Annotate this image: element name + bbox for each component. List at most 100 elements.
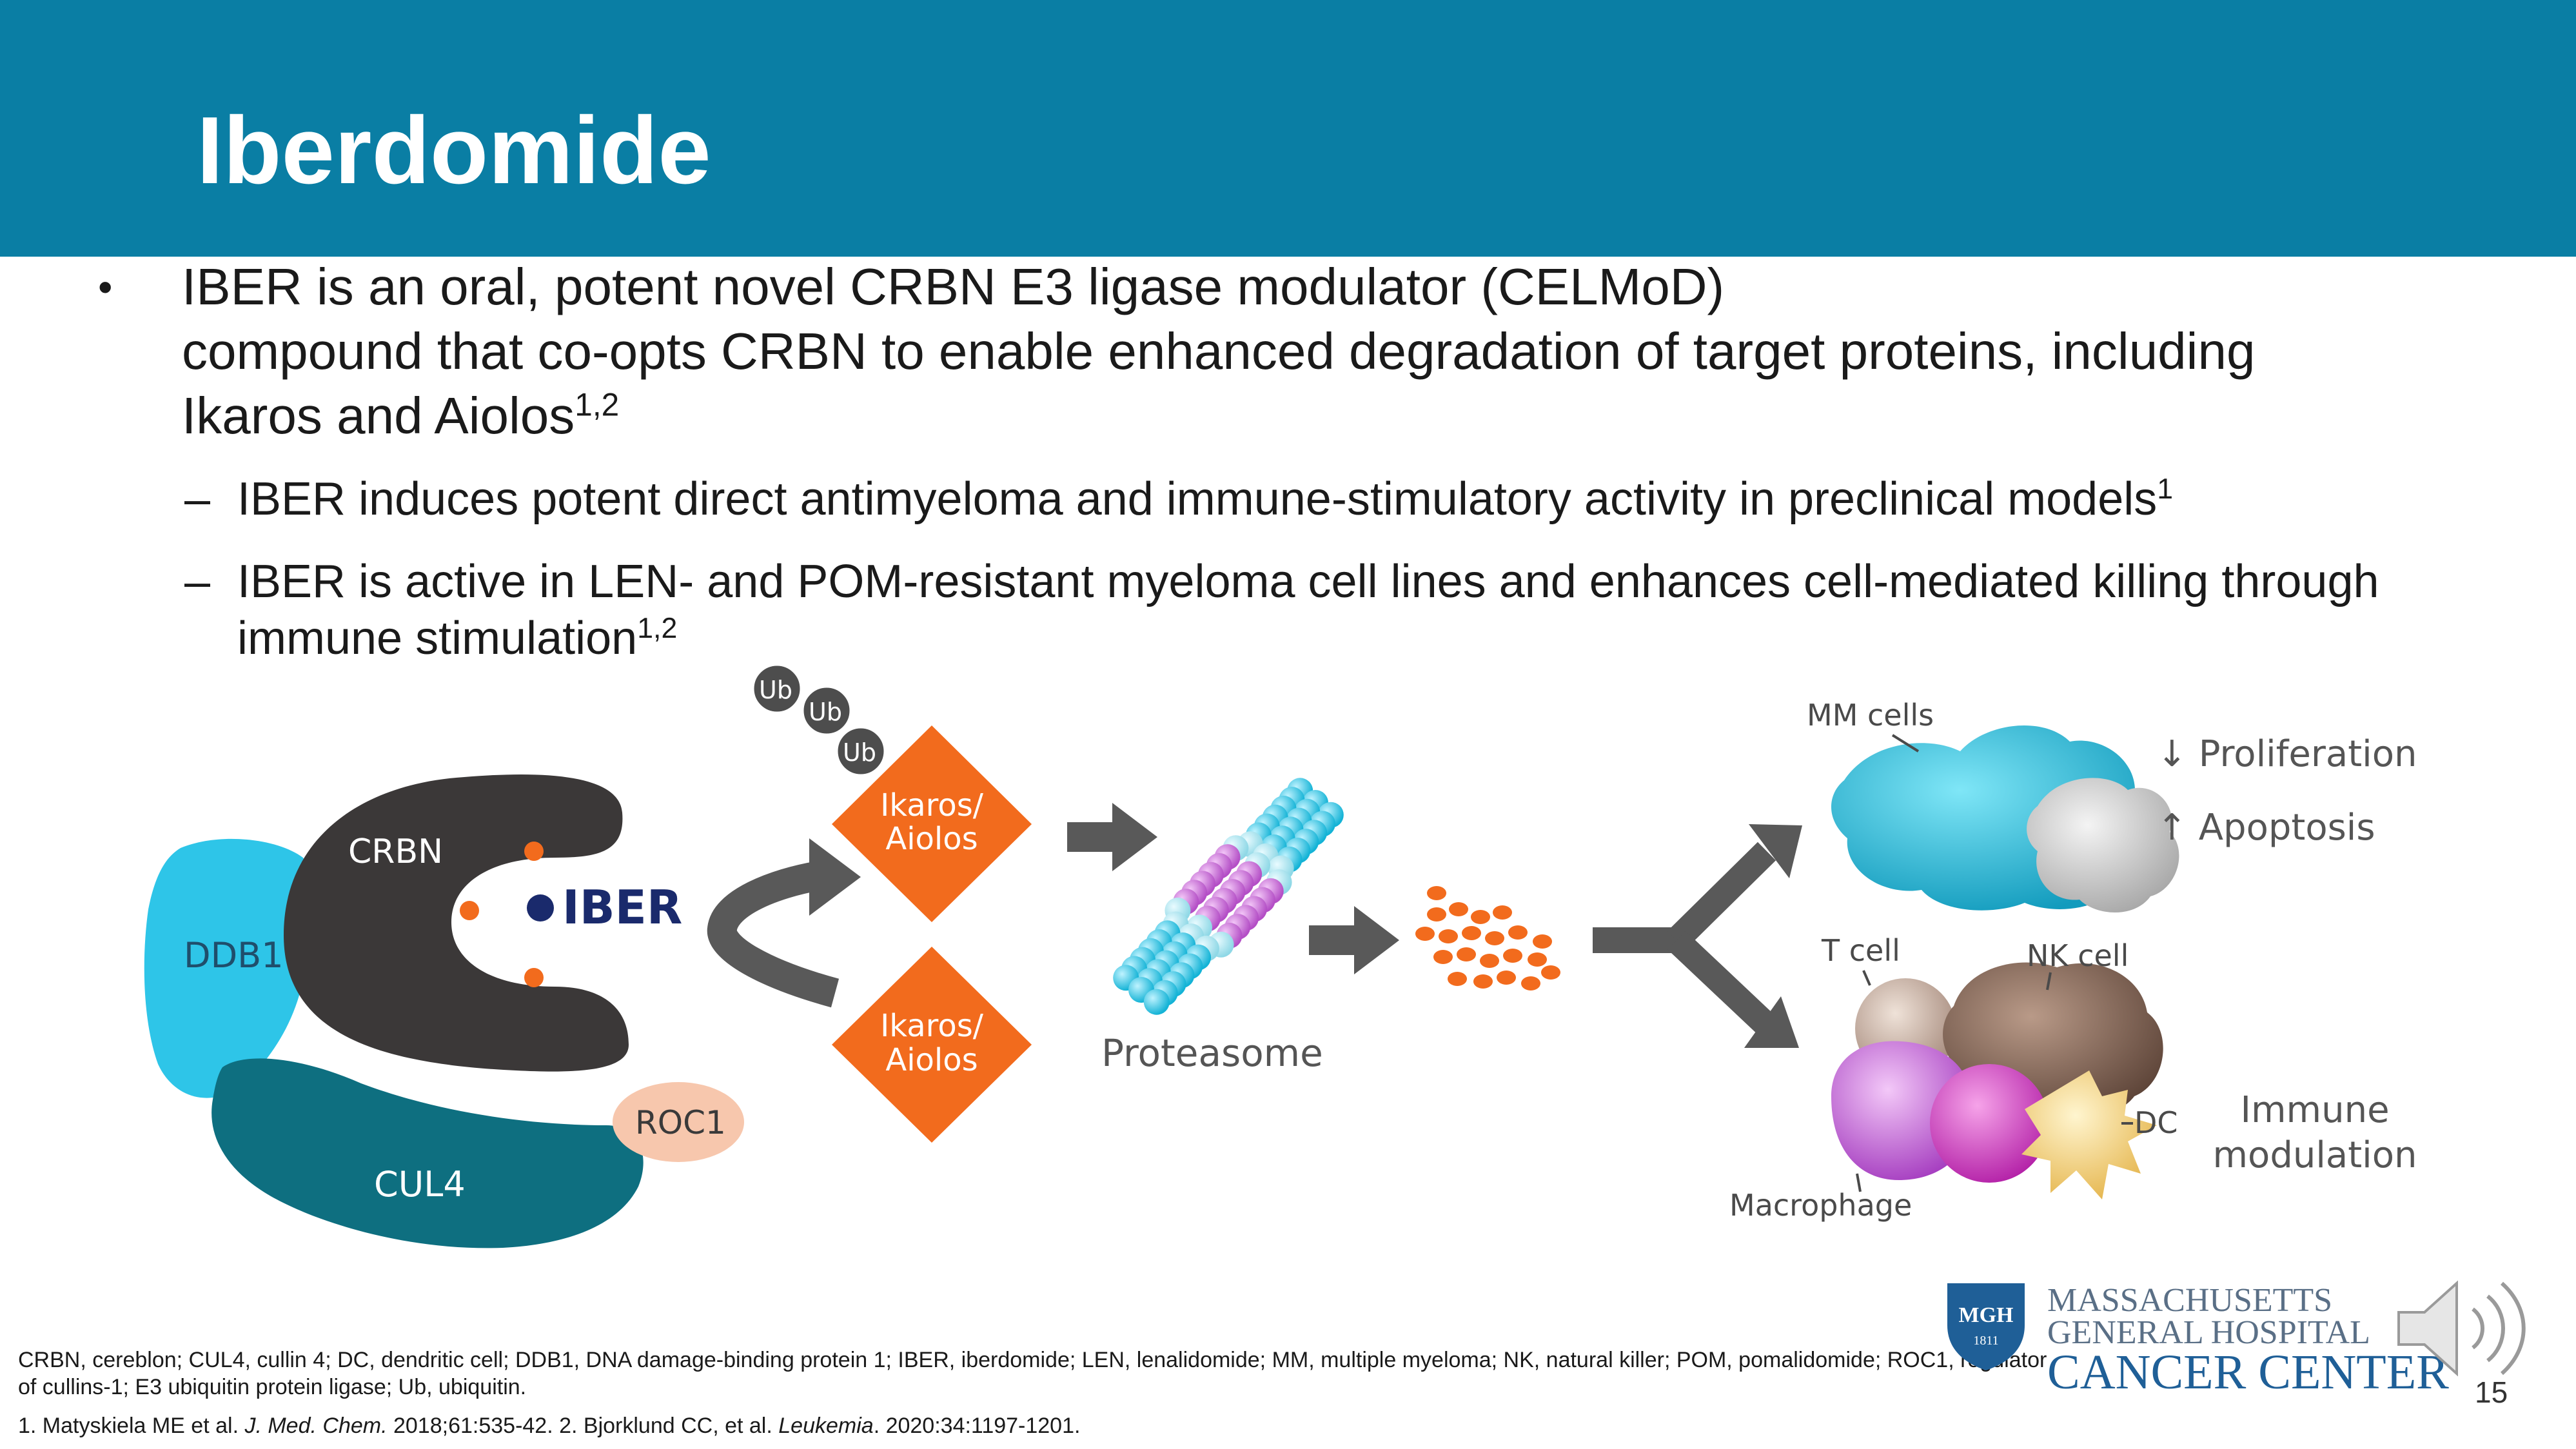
apoptosis-label: ↑ Apoptosis xyxy=(2157,807,2375,849)
ub-tag xyxy=(834,725,887,778)
main-bullet-line-3: Ikaros and Aiolos1,2 xyxy=(182,384,2374,448)
ub-tag xyxy=(800,684,853,737)
ub-tag xyxy=(751,662,803,715)
binding-dot xyxy=(524,842,544,861)
references: 1. Matyskiela ME et al. J. Med. Chem. 20… xyxy=(18,1412,1080,1439)
sub-bullet-1-ref: 1 xyxy=(2157,473,2174,505)
abbreviations-line-2: of cullins-1; E3 ubiquitin protein ligas… xyxy=(18,1375,527,1399)
ikaros-aiolos-diamond-top xyxy=(832,725,1032,922)
peptide-fragment xyxy=(1480,954,1499,968)
peptide-fragment xyxy=(1485,931,1504,945)
binding-dot xyxy=(524,968,544,987)
logo-badge: MGH xyxy=(1959,1303,2014,1327)
slide-title: Iberdomide xyxy=(197,97,711,204)
logo-line-2: GENERAL HOSPITAL xyxy=(2047,1314,2370,1351)
iber-label: IBER xyxy=(562,880,682,934)
peptide-fragment xyxy=(1508,925,1528,940)
branch-arrow-head-up xyxy=(1749,824,1802,878)
ddb1-label: DDB1 xyxy=(184,935,284,976)
proteasome xyxy=(1113,778,1344,1015)
ref-journal-1: J. Med. Chem. xyxy=(244,1414,388,1438)
mm-cells-label: MM cells xyxy=(1807,698,1934,733)
dc-label: DC xyxy=(2134,1105,2178,1140)
binding-dot xyxy=(460,901,479,920)
ddb1-shape xyxy=(144,838,313,1098)
peptide-fragment xyxy=(1503,949,1522,963)
sub-bullet-1: – IBER induces potent direct antimyeloma… xyxy=(184,471,2481,527)
nk-cell-leader xyxy=(2046,972,2052,991)
nk-cell-label: NK cell xyxy=(2027,938,2129,973)
branch-arrow xyxy=(1593,842,1776,1035)
cul4-shape xyxy=(211,1058,644,1248)
peptide-fragment xyxy=(1462,926,1481,940)
immune-modulation-line-1: Immune xyxy=(2240,1089,2389,1131)
peptide-fragment xyxy=(1493,905,1512,920)
peptide-fragments xyxy=(1415,886,1560,991)
macrophage-label: Macrophage xyxy=(1729,1188,1912,1223)
roc1-label: ROC1 xyxy=(635,1104,726,1141)
sub-bullet-2-line-1: IBER is active in LEN- and POM-resistant… xyxy=(237,556,2379,607)
sub-bullet-2-line-2-text: immune stimulation xyxy=(237,613,638,664)
ikaros-bottom-line-2: Aiolos xyxy=(885,1042,978,1078)
mm-cells-leader xyxy=(1891,734,1920,753)
crbn-label: CRBN xyxy=(348,833,443,871)
curved-arrow xyxy=(707,861,840,1008)
sub-bullet-1-text: IBER induces potent direct antimyeloma a… xyxy=(237,473,2158,525)
peptide-fragment xyxy=(1448,972,1467,986)
sub-bullet-dash: – xyxy=(184,556,211,607)
sub-bullet-2-line-2: immune stimulation1,2 xyxy=(237,610,2481,667)
logo-line-1: MASSACHUSETTS xyxy=(2047,1282,2332,1319)
ubiquitin-tags: Ub Ub Ub xyxy=(751,662,887,778)
pink-cell xyxy=(1930,1064,2049,1183)
title-banner: Iberdomide xyxy=(0,0,2576,257)
main-bullet-line-3-text: Ikaros and Aiolos xyxy=(182,387,575,444)
abbreviations-line-1: CRBN, cereblon; CUL4, cullin 4; DC, dend… xyxy=(18,1348,2047,1372)
peptide-fragment xyxy=(1449,902,1468,916)
ref-part-3: . 2020:34:1197-1201. xyxy=(873,1414,1081,1438)
peptide-fragment xyxy=(1471,910,1490,924)
main-bullet: • IBER is an oral, potent novel CRBN E3 … xyxy=(98,255,2374,448)
t-cell-label: T cell xyxy=(1821,933,1900,968)
proteasome-subunit xyxy=(1143,989,1170,1015)
peptide-fragment xyxy=(1533,934,1552,949)
sub-bullet-2-ref: 1,2 xyxy=(637,613,678,644)
apoptotic-cell xyxy=(2027,778,2179,912)
t-cell-leader xyxy=(1862,970,1871,986)
proteasome-label: Proteasome xyxy=(1101,1031,1323,1075)
peptide-fragment xyxy=(1521,976,1540,991)
ikaros-top-line-2: Aiolos xyxy=(885,821,978,857)
cul4-label: CUL4 xyxy=(374,1164,466,1205)
peptide-fragment xyxy=(1427,886,1446,900)
peptide-fragment xyxy=(1497,971,1516,985)
ref-part-2: 2018;61:535-42. 2. Bjorklund CC, et al. xyxy=(387,1414,779,1438)
proliferation-label: ↓ Proliferation xyxy=(2157,733,2417,775)
speaker-icon[interactable] xyxy=(2386,1274,2534,1383)
ub-label: Ub xyxy=(759,676,792,704)
peptide-fragment xyxy=(1433,950,1453,964)
logo-badge-year: 1811 xyxy=(1973,1334,1998,1348)
peptide-fragment xyxy=(1541,965,1560,980)
arrow-to-proteasome xyxy=(1067,803,1157,871)
dendritic-cell xyxy=(2021,1070,2157,1199)
mgh-cancer-center-logo: MGH 1811 MASSACHUSETTS GENERAL HOSPITAL … xyxy=(1947,1282,2449,1399)
logo-line-3: CANCER CENTER xyxy=(2047,1345,2449,1399)
ref-part-1: 1. Matyskiela ME et al. xyxy=(18,1414,245,1438)
peptide-fragment xyxy=(1528,952,1547,967)
iber-molecule xyxy=(527,894,554,922)
peptide-fragment xyxy=(1415,927,1435,941)
macrophage-leader xyxy=(1856,1173,1862,1192)
peptide-fragment xyxy=(1439,929,1458,943)
peptide-fragment xyxy=(1457,947,1476,961)
mgh-shield-icon xyxy=(1947,1283,2025,1370)
sub-bullet-dash: – xyxy=(184,473,211,525)
main-bullet-ref: 1,2 xyxy=(575,386,620,423)
ikaros-aiolos-diamond-bottom xyxy=(832,947,1032,1143)
peptide-fragment xyxy=(1473,974,1493,989)
page-number: 15 xyxy=(2475,1375,2508,1409)
sub-bullet-2: – IBER is active in LEN- and POM-resista… xyxy=(184,553,2481,667)
arrow-to-fragments xyxy=(1309,906,1399,974)
bullet-dot: • xyxy=(98,264,113,310)
ikaros-top-line-1: Ikaros/ xyxy=(880,787,984,823)
branch-arrow-head-down xyxy=(1744,996,1799,1048)
